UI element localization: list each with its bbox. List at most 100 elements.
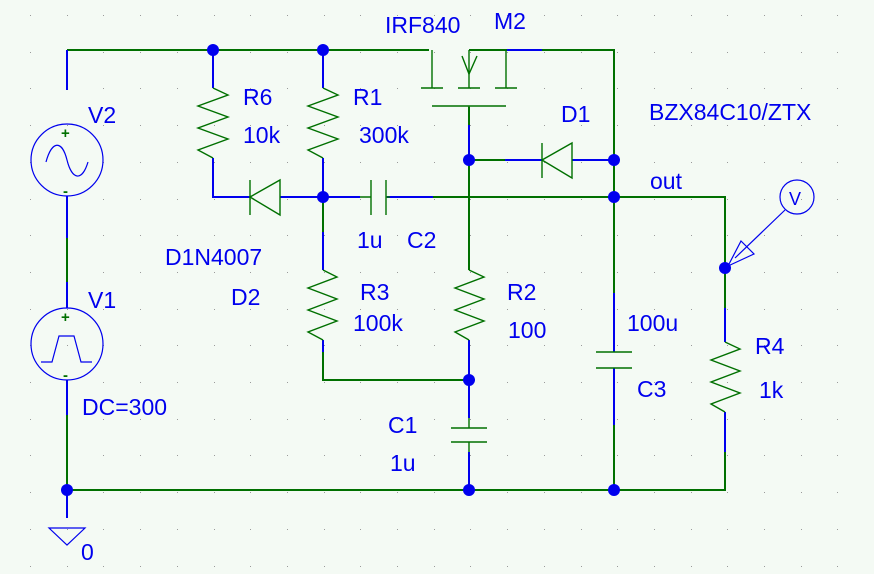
- source-v2[interactable]: + -: [30, 123, 104, 200]
- grid-dot: [214, 199, 215, 200]
- grid-dot: [544, 15, 545, 16]
- label-r4-ref: R4: [755, 333, 785, 359]
- grid-dot: [324, 235, 325, 236]
- grid-dot: [544, 529, 545, 530]
- grid-dot: [727, 162, 728, 163]
- grid-dot: [397, 15, 398, 16]
- grid-dot: [544, 382, 545, 383]
- grid-dot: [360, 272, 361, 273]
- grid-dot: [103, 272, 104, 273]
- grid-dot: [397, 235, 398, 236]
- source-v1[interactable]: + -: [30, 307, 104, 384]
- grid-dot: [470, 199, 471, 200]
- junction-dot: [463, 154, 475, 166]
- grid-dot: [691, 15, 692, 16]
- grid-dot: [250, 309, 251, 310]
- grid-dot: [727, 88, 728, 89]
- resistor-r6[interactable]: [195, 87, 231, 159]
- grid-dot: [544, 566, 545, 567]
- grid-dot: [544, 455, 545, 456]
- wire-r6-bottom: [212, 158, 250, 198]
- grid-dot: [324, 566, 325, 567]
- grid-dot: [214, 419, 215, 420]
- grid-dot: [287, 15, 288, 16]
- resistor-r1[interactable]: [305, 87, 341, 159]
- grid-dot: [801, 52, 802, 53]
- grid-dot: [544, 345, 545, 346]
- grid-dot: [727, 15, 728, 16]
- grid-dot: [801, 455, 802, 456]
- grid-dot: [287, 88, 288, 89]
- capacitor-c3[interactable]: [596, 351, 632, 369]
- junction-dot: [207, 44, 219, 56]
- grid-dot: [434, 309, 435, 310]
- grid-dot: [434, 455, 435, 456]
- grid-dot: [470, 529, 471, 530]
- grid-dot: [617, 529, 618, 530]
- grid-dot: [470, 566, 471, 567]
- grid-dot: [691, 529, 692, 530]
- grid-dot: [103, 382, 104, 383]
- diode-d1[interactable]: [540, 141, 573, 180]
- grid-dot: [544, 88, 545, 89]
- grid-dot: [177, 455, 178, 456]
- grid-dot: [250, 52, 251, 53]
- resistor-r3[interactable]: [306, 269, 339, 341]
- grid-dot: [30, 15, 31, 16]
- grid-dot: [837, 235, 838, 236]
- label-out-net: out: [650, 168, 683, 194]
- grid-dot: [360, 125, 361, 126]
- grid-dot: [691, 566, 692, 567]
- label-c3-ref: C3: [637, 376, 666, 402]
- grid-dot: [177, 272, 178, 273]
- minus-icon: -: [63, 367, 68, 384]
- grid-dot: [140, 529, 141, 530]
- grid-dot: [67, 345, 68, 346]
- grid-dot: [691, 125, 692, 126]
- resistor-r2[interactable]: [453, 269, 486, 341]
- grid-dot: [434, 492, 435, 493]
- grid-dot: [764, 529, 765, 530]
- grid-dot: [507, 419, 508, 420]
- grid-dot: [617, 88, 618, 89]
- grid-dot: [470, 52, 471, 53]
- grid-dot: [470, 272, 471, 273]
- grid-dot: [434, 15, 435, 16]
- grid-dot: [544, 162, 545, 163]
- grid-dot: [140, 15, 141, 16]
- grid-dot: [654, 199, 655, 200]
- grid-dot: [214, 529, 215, 530]
- grid-dot: [30, 199, 31, 200]
- grid-dot: [103, 529, 104, 530]
- grid-dot: [727, 309, 728, 310]
- grid-dot: [764, 345, 765, 346]
- grid-dot: [837, 272, 838, 273]
- grid-dot: [764, 419, 765, 420]
- grid-dot: [581, 15, 582, 16]
- voltage-probe[interactable]: V: [726, 179, 815, 268]
- diode-d2[interactable]: [248, 178, 281, 217]
- grid-dot: [544, 235, 545, 236]
- grid-dot: [470, 345, 471, 346]
- capacitor-c1[interactable]: [451, 418, 487, 452]
- ground-icon: [47, 527, 87, 546]
- probe-line: [734, 209, 786, 259]
- mosfet-m2[interactable]: [421, 49, 517, 125]
- capacitor-c2[interactable]: [360, 180, 390, 215]
- grid-dot: [801, 382, 802, 383]
- grid-dot: [103, 15, 104, 16]
- grid-dot: [324, 272, 325, 273]
- grid-dot: [287, 162, 288, 163]
- grid-dot: [214, 566, 215, 567]
- grid-dot: [727, 492, 728, 493]
- grid-dot: [837, 162, 838, 163]
- grid-dot: [764, 88, 765, 89]
- grid-dot: [617, 382, 618, 383]
- grid-dot: [691, 419, 692, 420]
- label-r4-value: 1k: [759, 377, 784, 403]
- grid-dot: [654, 492, 655, 493]
- grid-dot: [30, 419, 31, 420]
- grid-dot: [691, 309, 692, 310]
- resistor-r4[interactable]: [709, 341, 742, 413]
